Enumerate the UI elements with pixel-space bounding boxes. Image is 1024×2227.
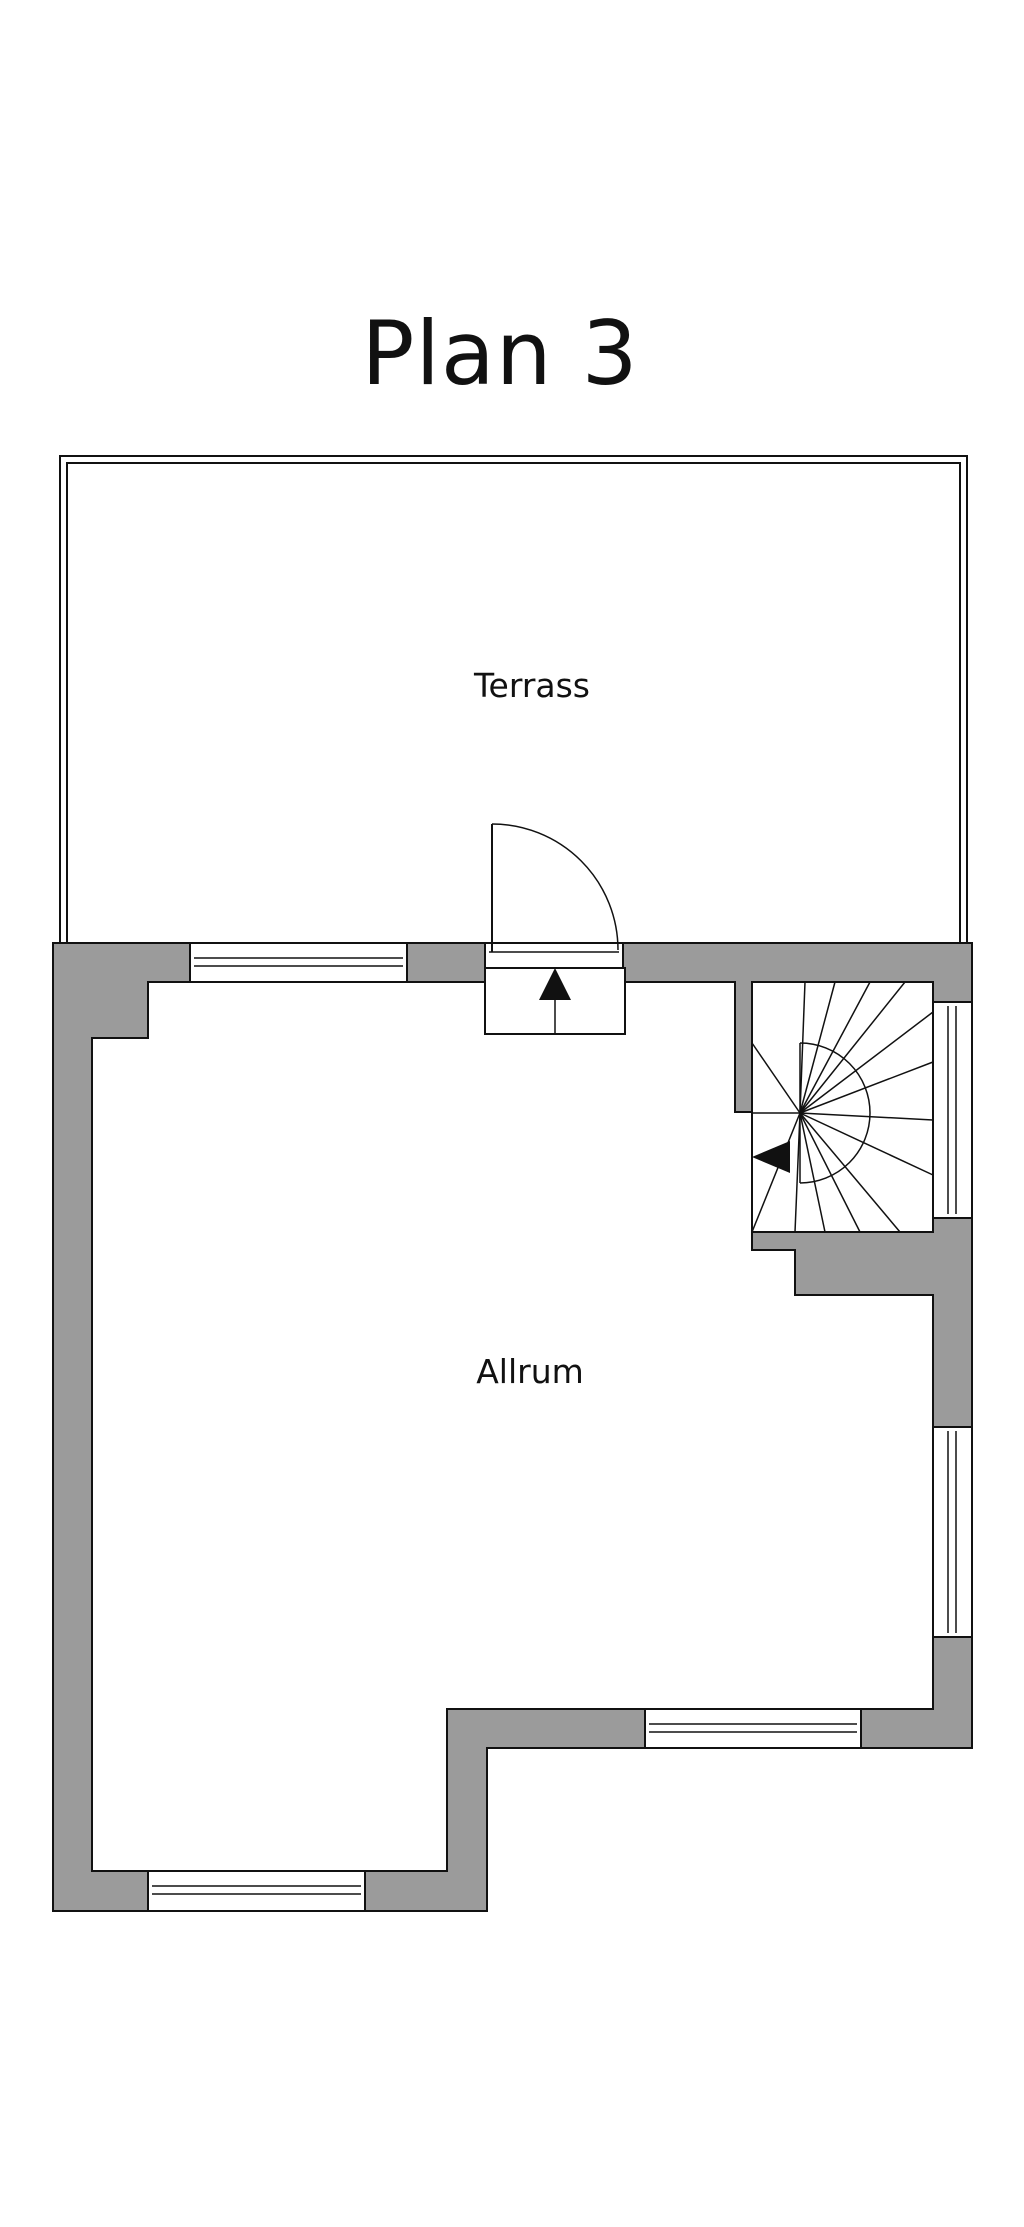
- terrace-inner-border: [66, 462, 961, 943]
- window: [932, 1426, 973, 1638]
- stair-tread: [799, 1112, 934, 1176]
- stair-tread: [799, 1112, 934, 1121]
- window: [644, 1708, 862, 1749]
- stair-tread: [799, 981, 806, 1114]
- terrace: [59, 455, 968, 943]
- stair-tread: [751, 1112, 801, 1233]
- room-label-terrace: Terrass: [473, 666, 590, 705]
- window: [189, 942, 408, 983]
- stair-tread: [794, 1112, 801, 1233]
- window: [932, 1001, 973, 1219]
- stair-tread: [799, 1112, 861, 1233]
- stair-tread: [799, 981, 871, 1114]
- entry-direction-arrow: [539, 968, 571, 1000]
- stair-tread: [799, 981, 836, 1114]
- terrace-outer-border: [59, 455, 968, 943]
- stair-well: [751, 981, 934, 1233]
- plan-title: Plan 3: [361, 302, 638, 405]
- door-swing-arc: [491, 823, 619, 951]
- stair-tread: [799, 1011, 934, 1114]
- stair-tread: [799, 1112, 826, 1233]
- room-label-living-room: Allrum: [476, 1352, 584, 1391]
- stair-direction-arrow: [752, 1141, 790, 1173]
- stair-tread: [799, 981, 906, 1114]
- window: [147, 1870, 366, 1912]
- stair-tread: [799, 1061, 934, 1114]
- stair-tread: [799, 1112, 901, 1233]
- terrace-door: [484, 823, 626, 1035]
- staircase: [751, 981, 934, 1233]
- stair-tread: [751, 1042, 801, 1114]
